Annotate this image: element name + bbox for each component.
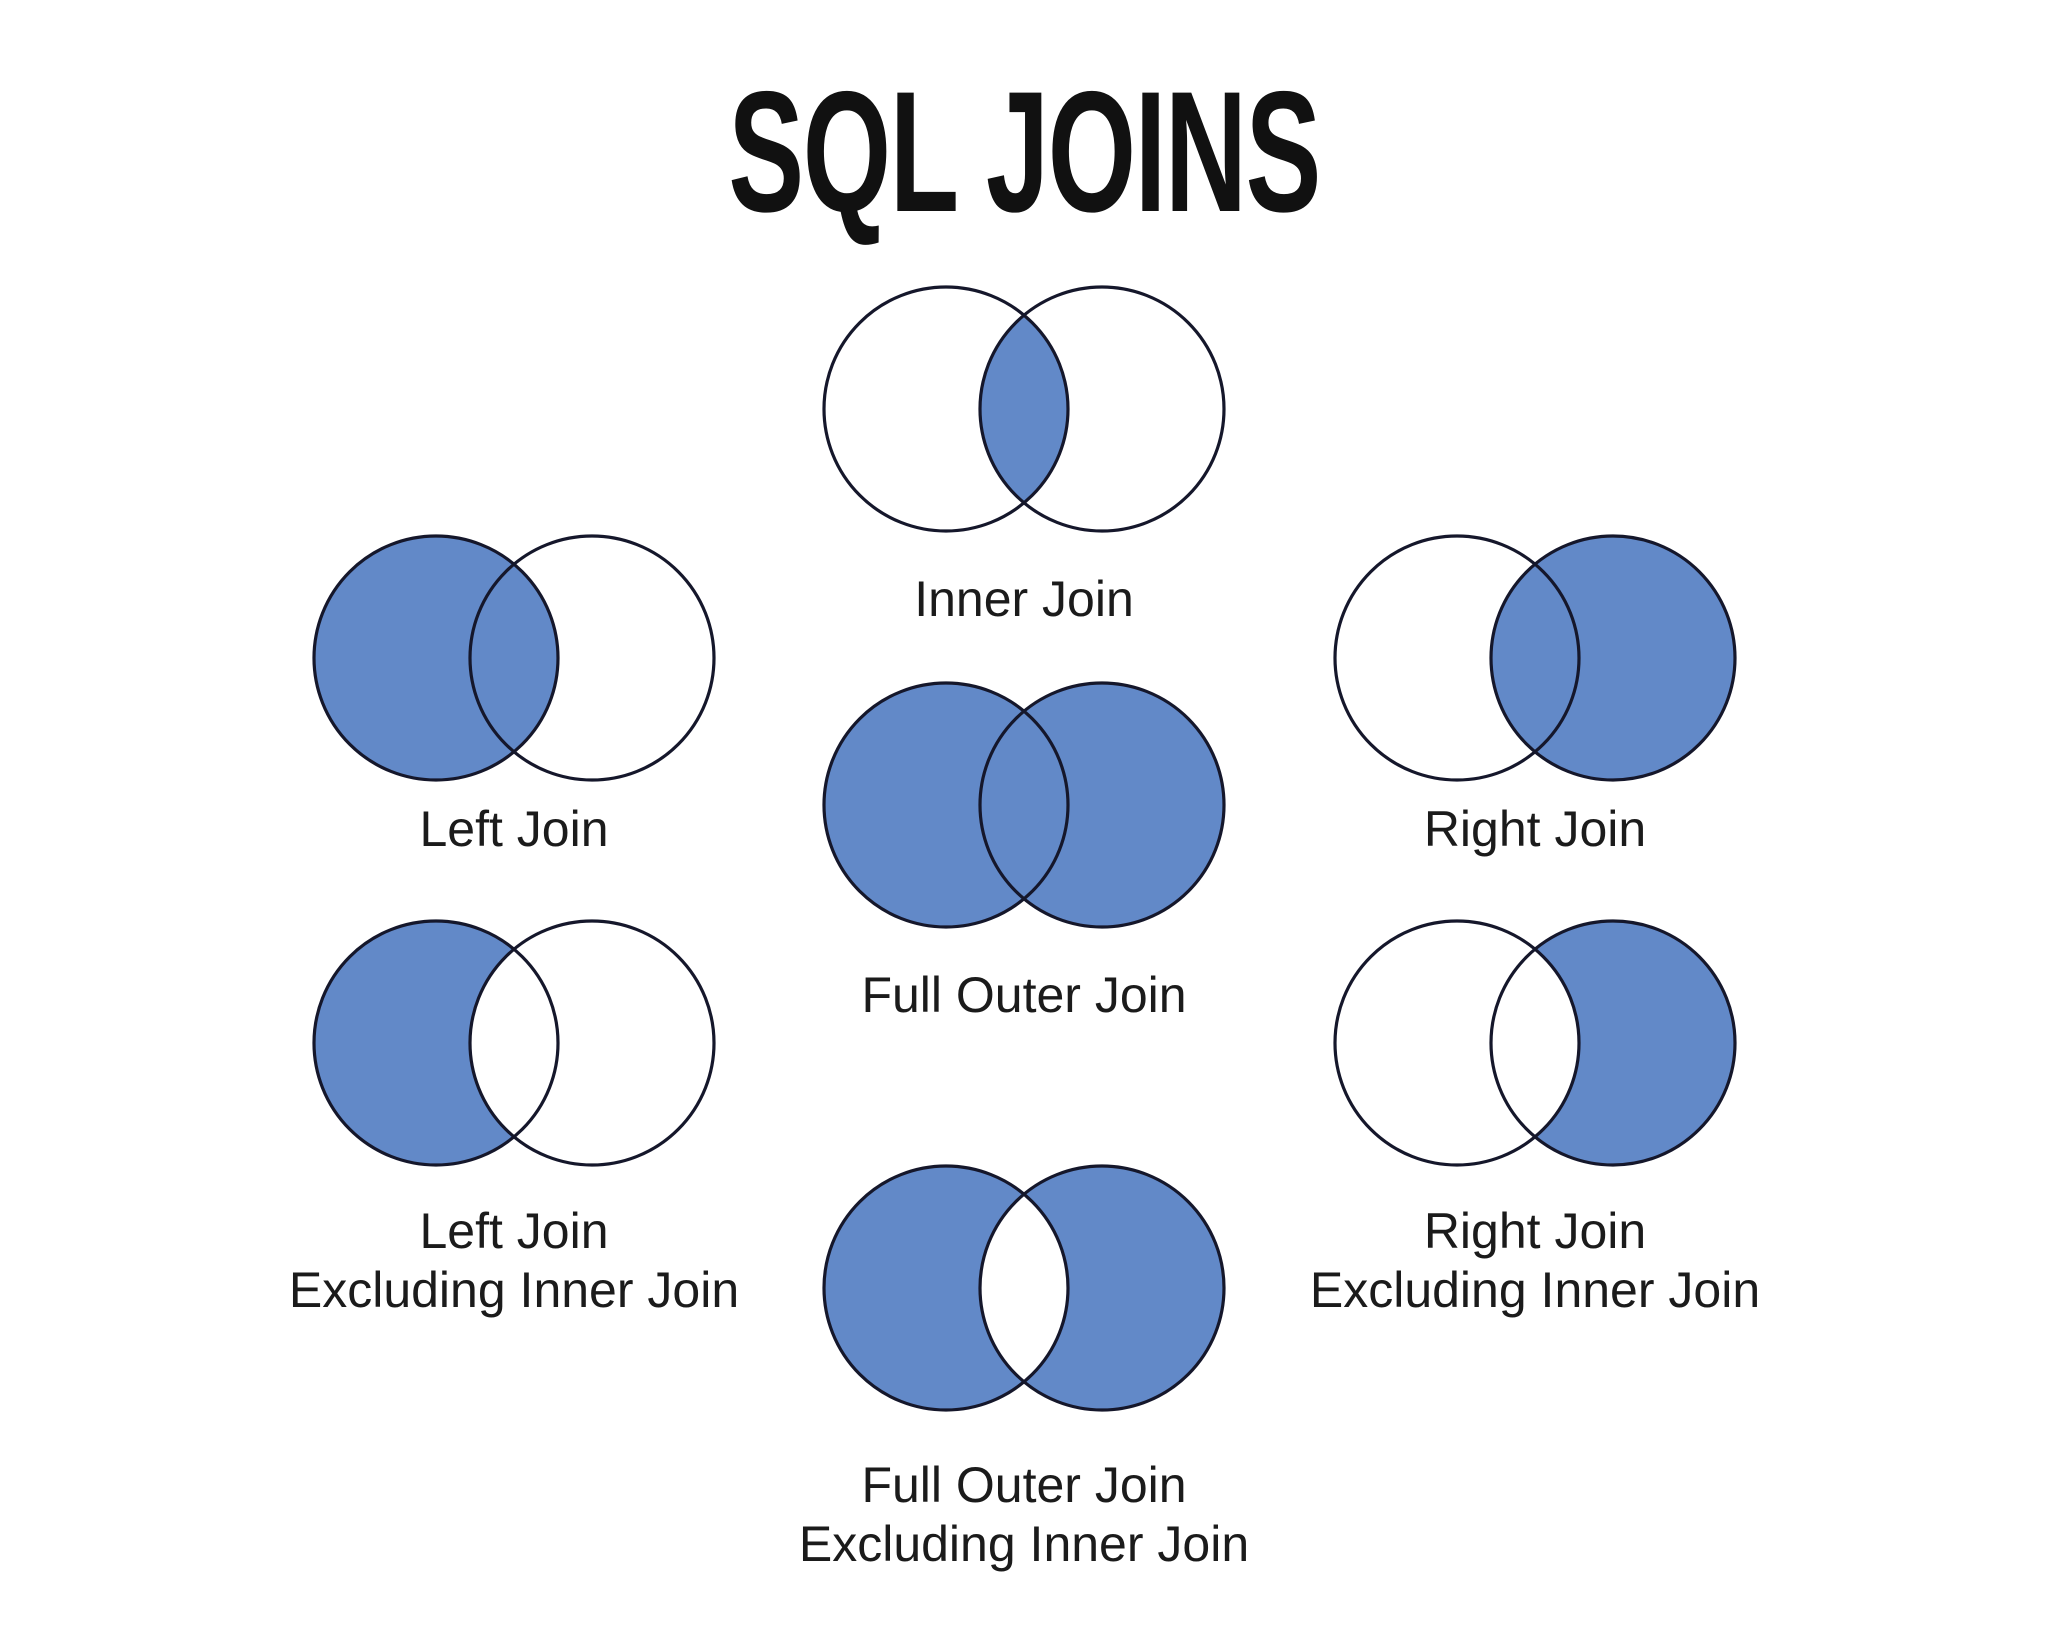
label-full-outer-join: Full Outer Join (644, 966, 1404, 1025)
left-circle-outline (1333, 919, 1581, 1167)
intersection-lens (1490, 949, 1580, 1137)
label-right-join-excluding-inner-join: Right Join Excluding Inner Join (1155, 1202, 1915, 1320)
label-line-1: Right Join (1423, 801, 1647, 857)
label-right-join: Right Join (1155, 800, 1915, 859)
label-full-outer-join-excluding-inner-join: Full Outer Join Excluding Inner Join (644, 1456, 1404, 1574)
label-line-2: Excluding Inner Join (288, 1262, 740, 1318)
intersection-lens (979, 315, 1069, 503)
left-circle-outline (312, 534, 560, 782)
left-circle-outline (822, 681, 1070, 929)
venn-right-join-excluding-inner-join (1315, 913, 1755, 1177)
label-line-1: Full Outer Join (861, 967, 1187, 1023)
label-line-1: Left Join (419, 1203, 609, 1259)
left-circle-outline (1333, 534, 1581, 782)
right-circle-outline (1489, 919, 1737, 1167)
right-circle-outline (978, 1164, 1226, 1412)
right-circle-fill (980, 683, 1224, 927)
venn-svg (822, 285, 1226, 533)
right-circle-outline (468, 534, 716, 782)
intersection-lens (979, 1194, 1069, 1382)
venn-left-join (294, 528, 734, 792)
venn-right-join (1315, 528, 1755, 792)
label-left-join: Left Join (134, 800, 894, 859)
venn-full-outer-join-excluding-inner-join (804, 1158, 1244, 1422)
venn-inner-join (804, 279, 1244, 543)
venn-full-outer-join (804, 675, 1244, 939)
left-circle-outline (822, 1164, 1070, 1412)
right-circle-outline (978, 285, 1226, 533)
label-line-2: Excluding Inner Join (798, 1516, 1250, 1572)
venn-left-join-excluding-inner-join (294, 913, 734, 1177)
page-title-text: SQL JOINS (728, 56, 1321, 248)
left-circle-outline (312, 919, 560, 1167)
label-left-join-excluding-inner-join: Left Join Excluding Inner Join (134, 1202, 894, 1320)
left-circle-fill (314, 536, 558, 780)
venn-svg (312, 919, 716, 1167)
venn-svg (1333, 534, 1737, 782)
label-line-2: Excluding Inner Join (1309, 1262, 1761, 1318)
page-title: SQL JOINS (0, 66, 2048, 238)
left-circle-outline (822, 285, 1070, 533)
venn-svg (1333, 919, 1737, 1167)
venn-svg (312, 534, 716, 782)
right-circle-fill (1491, 536, 1735, 780)
label-line-1: Left Join (419, 801, 609, 857)
right-circle-outline (468, 919, 716, 1167)
right-circle-outline (978, 681, 1226, 929)
venn-svg (822, 681, 1226, 929)
venn-svg (822, 1164, 1226, 1412)
label-line-1: Full Outer Join (861, 1457, 1187, 1513)
label-inner-join: Inner Join (644, 570, 1404, 629)
intersection-lens (469, 949, 559, 1137)
right-circle-outline (1489, 534, 1737, 782)
label-line-1: Inner Join (914, 571, 1134, 627)
label-line-1: Right Join (1423, 1203, 1647, 1259)
